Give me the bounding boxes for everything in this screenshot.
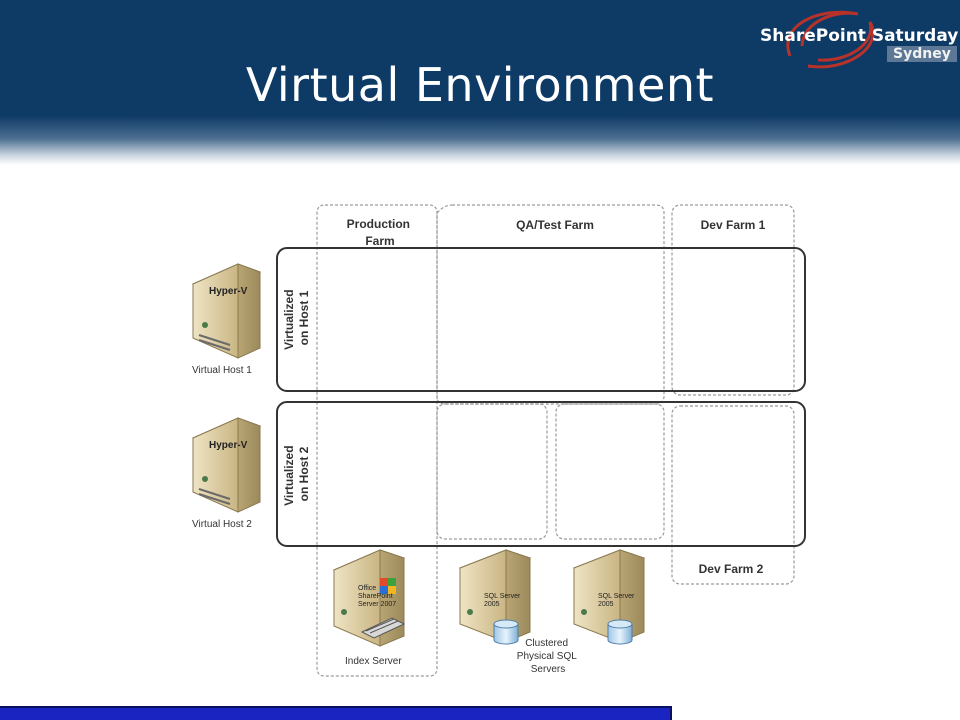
sql-server-2-icon: SQL Server 2005 [572,549,646,645]
production-farm-label: Production Farm [347,217,414,248]
swirl-logo-icon [786,10,875,69]
slide-title: Virtual Environment [245,58,715,112]
qa-test-farm-upper [436,204,665,405]
sql-servers-caption: Clustered Physical SQL Servers [517,638,579,675]
svg-text:SQL Server 2005: SQL Server 2005 [484,593,522,608]
qa-test-farm-lower-right [555,403,665,540]
dev-farm-1-column [671,204,795,396]
host-2-badge: Hyper-V [209,440,248,451]
svg-text:Office SharePoint: Office SharePoint Server 2007 [358,585,396,608]
dev-farm-1-label: Dev Farm 1 [701,218,766,232]
host-1-badge: Hyper-V [209,286,248,297]
host-2-row [276,401,806,547]
virtual-host-2-caption: Virtual Host 2 [192,519,252,530]
sql-server-1-icon: SQL Server 2005 [458,549,532,645]
dev-farm-2-label: Dev Farm 2 [699,562,764,576]
host-2-row-label: Virtualized on Host 2 [282,442,311,506]
qa-test-farm-lower-left [436,403,548,540]
logo-main-text: SharePoint Saturday [760,26,959,46]
logo-sub-text: Sydney [887,46,957,62]
virtual-host-1-server-icon: Hyper-V [191,263,262,359]
virtual-host-2-server-icon: Hyper-V [191,417,262,513]
index-server-caption: Index Server [345,656,402,667]
qa-test-farm-label: QA/Test Farm [516,218,594,232]
host-1-row [276,247,806,392]
slide-header: Virtual Environment SharePoint Saturday … [0,0,960,165]
index-server-icon: Office SharePoint Server 2007 [332,549,406,647]
virtual-host-1-caption: Virtual Host 1 [192,365,252,376]
dev-farm-2-column [671,405,795,585]
svg-text:SQL Server 2005: SQL Server 2005 [598,593,636,608]
sharepoint-saturday-logo: SharePoint Saturday Sydney [752,6,959,74]
footer-bar [0,706,672,720]
production-farm-column [316,204,438,677]
host-1-row-label: Virtualized on Host 1 [282,286,311,350]
